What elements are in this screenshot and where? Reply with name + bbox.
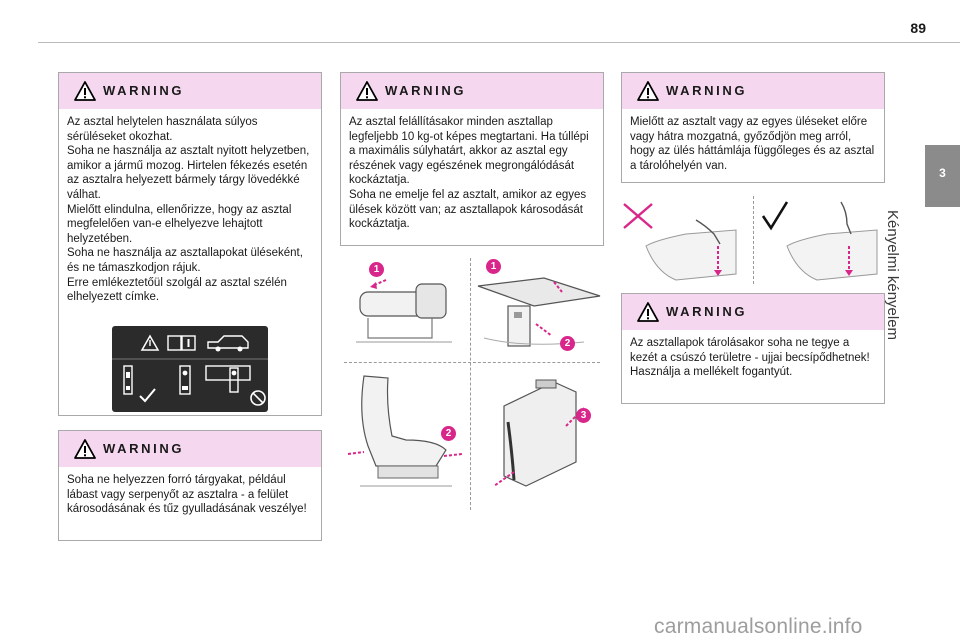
table-folded-icon [123, 365, 133, 395]
table-extended-icon [205, 365, 251, 393]
warning-box-2: WARNING Soha ne helyezzen forró tárgyaka… [58, 430, 322, 541]
warning-title: WARNING [666, 83, 748, 98]
manual-book-icon [167, 335, 196, 351]
illustration-divider-vertical [470, 258, 471, 510]
step-badge-3: 3 [576, 408, 591, 423]
illustration-divider-vertical [753, 196, 754, 284]
prohibited-icon [250, 390, 266, 406]
warning-header: WARNING [622, 294, 884, 330]
warning-text: Mielőtt az asztalt vagy az egyes üléseke… [630, 116, 875, 172]
warning-box-4: WARNING Mielőtt az asztalt vagy az egyes… [621, 72, 885, 183]
warning-triangle-icon [74, 439, 96, 459]
table-warning-label-image [112, 326, 268, 412]
warning-header: WARNING [59, 431, 321, 467]
warning-header: WARNING [622, 73, 884, 109]
warning-box-3: WARNING Az asztal felállításakor minden … [340, 72, 604, 246]
warning-title: WARNING [103, 83, 185, 98]
table-open-icon [179, 365, 191, 395]
chapter-number: 3 [939, 166, 946, 180]
wrong-grip-illustration [623, 203, 737, 281]
warning-box-1: WARNING Az asztal helytelen használata s… [58, 72, 322, 416]
warning-title: WARNING [385, 83, 467, 98]
warning-triangle-icon [637, 81, 659, 101]
table-unit-slide-illustration [493, 379, 585, 487]
correct-grip-illustration [761, 201, 878, 281]
warning-title: WARNING [103, 441, 185, 456]
warning-text: Az asztal felállításakor minden asztalla… [349, 116, 589, 231]
page-number: 89 [910, 20, 926, 36]
seat-slide-illustration [347, 375, 463, 487]
warning-triangle-icon [637, 302, 659, 322]
header-rule [38, 42, 960, 43]
table-fold-illustration [356, 279, 452, 343]
warning-text: Az asztal helytelen használata súlyos sé… [67, 116, 310, 304]
warning-text: Az asztallapok tárolásakor soha ne tegye… [630, 337, 870, 379]
checkmark-icon [139, 388, 156, 403]
warning-header: WARNING [59, 73, 321, 109]
warning-triangle-icon [74, 81, 96, 101]
step-badge-1: 1 [369, 262, 384, 277]
warning-box-5: WARNING Az asztallapok tárolásakor soha … [621, 293, 885, 404]
step-badge-2: 2 [560, 336, 575, 351]
warning-triangle-icon [140, 334, 160, 351]
watermark: carmanualsonline.info [654, 615, 863, 638]
table-extend-illustration [477, 277, 601, 347]
warning-header: WARNING [341, 73, 603, 109]
car-icon [207, 335, 249, 352]
warning-triangle-icon [356, 81, 378, 101]
step-badge-2: 2 [441, 426, 456, 441]
warning-text: Soha ne helyezzen forró tárgyakat, példá… [67, 474, 307, 516]
chapter-tab[interactable] [925, 145, 960, 207]
checkmark-icon [761, 201, 789, 231]
warning-title: WARNING [666, 304, 748, 319]
step-badge-1: 1 [486, 259, 501, 274]
illustration-divider-horizontal [344, 362, 600, 363]
